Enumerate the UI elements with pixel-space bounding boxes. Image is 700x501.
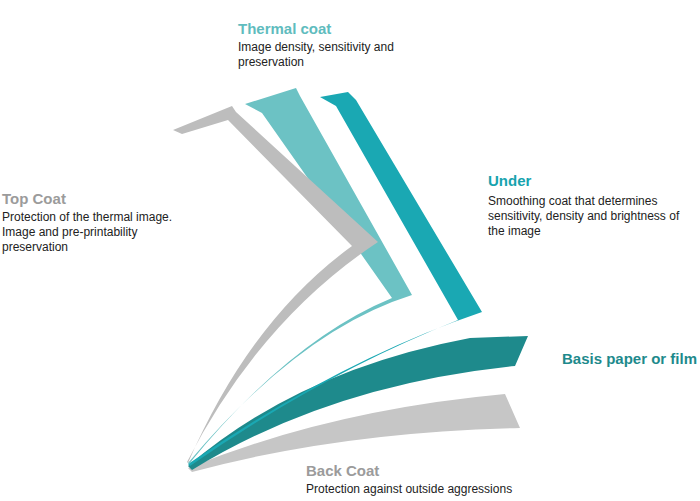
- layer-description: Image density, sensitivity and preservat…: [238, 40, 453, 70]
- layer-description: Protection of the thermal image. Image a…: [2, 210, 192, 255]
- layer-name: Back Coat: [306, 462, 379, 480]
- layer-description: Smoothing coat that determines sensitivi…: [488, 194, 696, 239]
- layer-name: Top Coat: [2, 190, 66, 208]
- basis-layer: [188, 336, 528, 470]
- layer-name: Under: [488, 172, 531, 190]
- layer-description: Protection against outside aggressions: [306, 482, 606, 497]
- thermal-coat-layer: [188, 88, 412, 464]
- layer-name: Thermal coat: [238, 20, 331, 38]
- under-layer: [188, 92, 482, 466]
- layer-name: Basis paper or film: [562, 350, 697, 368]
- top-coat-layer: [173, 106, 378, 463]
